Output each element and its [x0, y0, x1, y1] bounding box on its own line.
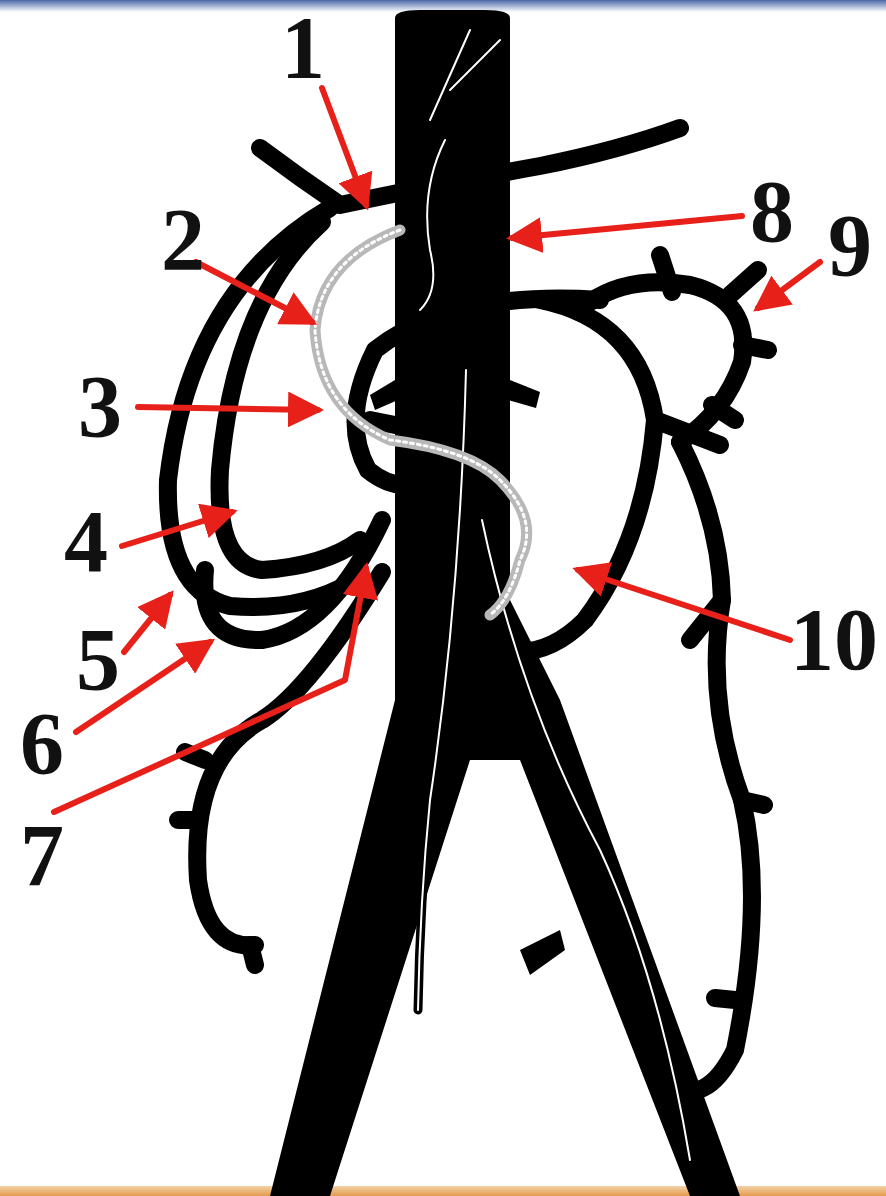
- callout-number: 8: [750, 168, 794, 256]
- callout-number: 3: [78, 363, 122, 451]
- callout-number: 7: [20, 812, 64, 900]
- vessel-highlights: [430, 30, 500, 120]
- leader-arrows: [54, 88, 820, 812]
- callout-number: 6: [20, 700, 64, 788]
- callout-number: 1: [281, 4, 325, 92]
- dotted-vessels: [315, 230, 527, 615]
- bottom-band: [0, 1186, 886, 1196]
- thin-vessels: [418, 140, 690, 1160]
- callout-number: 5: [76, 616, 120, 704]
- portal-vessels: [168, 30, 768, 1091]
- callout-number: 10: [790, 596, 878, 684]
- callout-number: 4: [64, 498, 108, 586]
- callout-number: 2: [161, 196, 205, 284]
- callout-number: 9: [828, 202, 872, 290]
